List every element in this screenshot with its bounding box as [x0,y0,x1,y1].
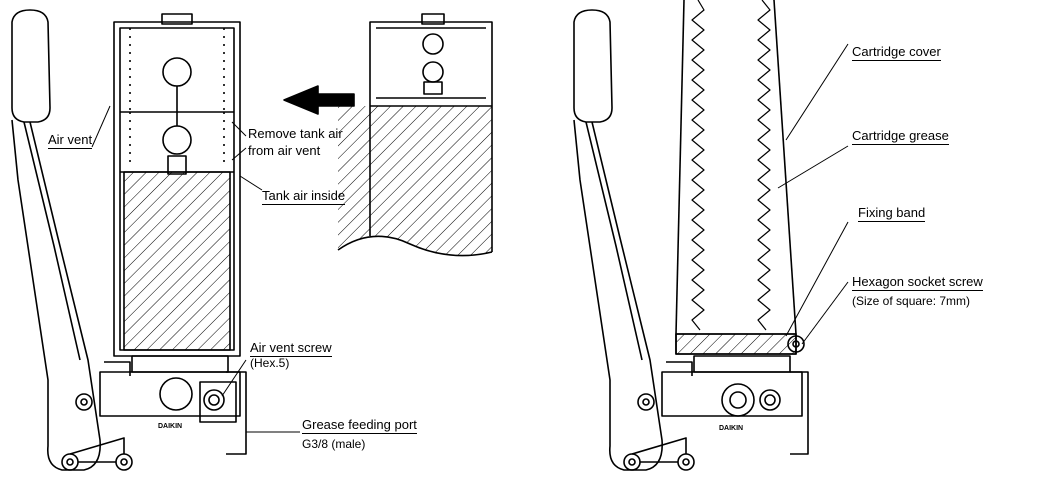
inset-tank-detail [337,13,493,257]
hex-socket-screw-label: Hexagon socket screw [852,274,983,291]
tank-air-inside-label: Tank air inside [262,188,346,205]
remove-air-label-line2: from air vent [248,143,321,158]
grease-port-spec: G3/8 (male) [302,437,366,451]
left-brand-label: DAIKIN [158,423,183,430]
fixing-band-label: Fixing band [858,205,926,222]
cartridge-cover-label: Cartridge cover [852,44,941,61]
remove-air-label-line1: Remove tank air [248,126,343,141]
right-leader-lines [777,43,849,345]
air-vent-label: Air vent [48,132,93,149]
left-leader-lines [91,105,300,433]
left-tank [113,13,241,357]
remove-air-arrow [283,85,355,115]
air-vent-screw-spec: (Hex.5) [250,356,290,370]
grease-port-label: Grease feeding port [302,417,417,434]
cartridge-body [675,0,805,355]
right-pump-base [623,355,809,471]
hex-socket-screw-spec: (Size of square: 7mm) [852,294,971,308]
right-handle [573,9,663,471]
air-vent-screw-label: Air vent screw [250,340,332,357]
cartridge-grease-label: Cartridge grease [852,128,949,145]
right-brand-label: DAIKIN [719,425,744,432]
left-handle [11,9,101,471]
left-pump-base [61,355,247,471]
